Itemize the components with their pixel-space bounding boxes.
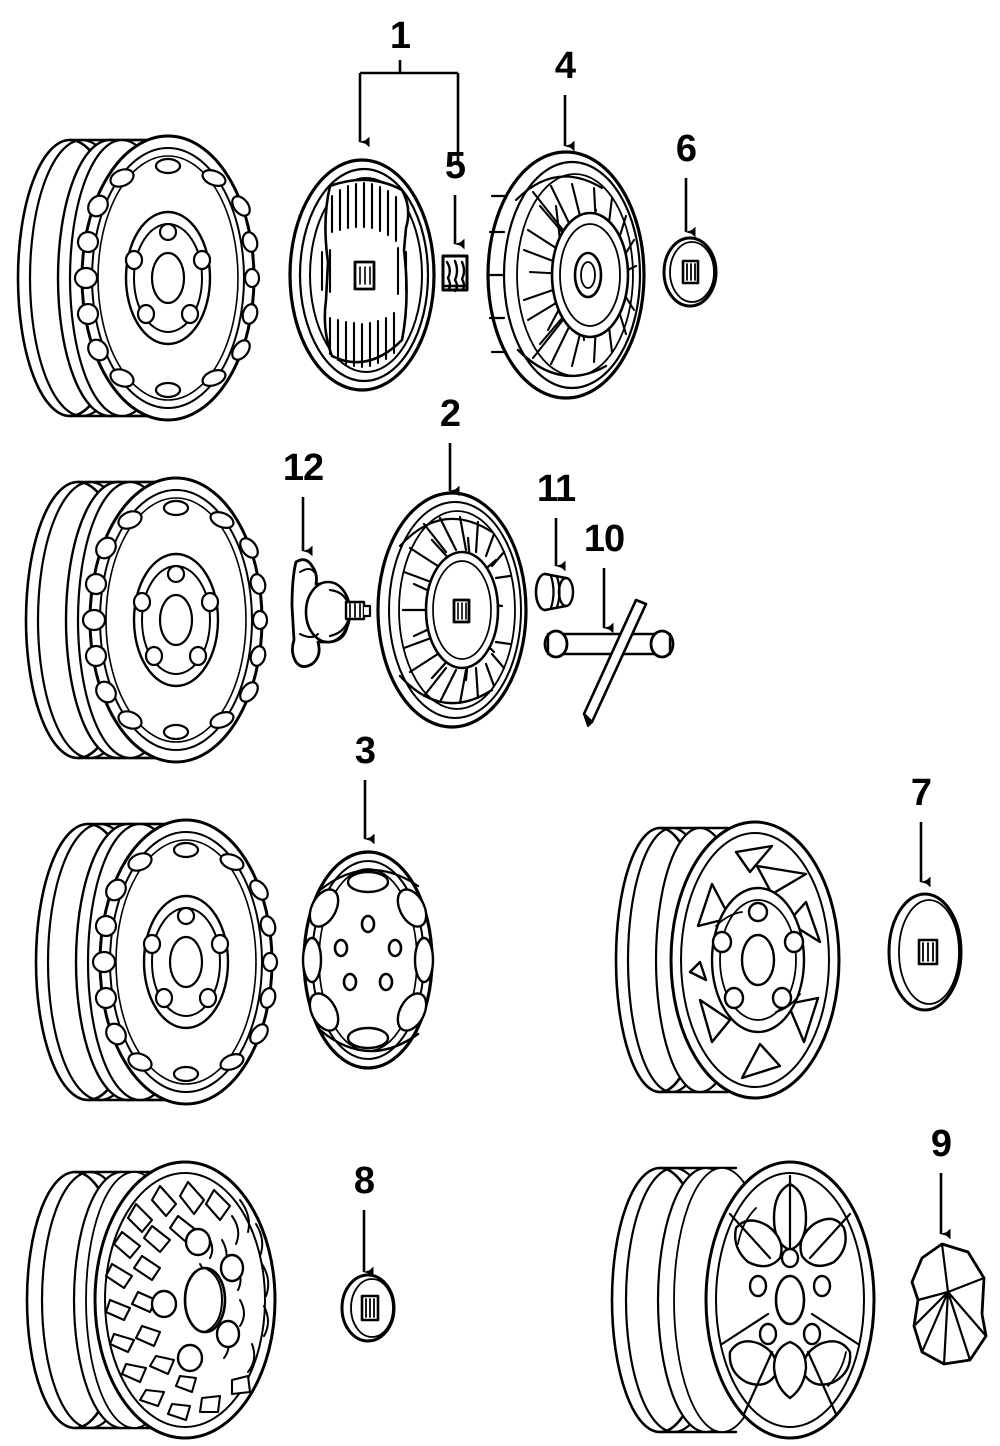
callout-label-7[interactable]: 7 xyxy=(910,772,932,814)
turbine-wheel-cover xyxy=(376,491,528,729)
callout-label-11[interactable]: 11 xyxy=(536,468,576,510)
callout-label-12[interactable]: 12 xyxy=(282,447,324,489)
callout-label-8[interactable]: 8 xyxy=(353,1160,375,1202)
callout-label-6[interactable]: 6 xyxy=(675,128,697,170)
steel-wheel-3 xyxy=(34,818,279,1106)
callout-label-4[interactable]: 4 xyxy=(554,45,576,87)
center-cap-emblem-7 xyxy=(887,892,963,1012)
callout-label-9[interactable]: 9 xyxy=(930,1123,952,1165)
callout-1-leader xyxy=(358,60,460,162)
cover-retainer-bracket xyxy=(290,558,372,668)
steel-wheel-1 xyxy=(16,134,261,422)
hubcap-fin-cover xyxy=(288,158,436,392)
faceted-center-cap-9 xyxy=(910,1242,988,1366)
callout-label-10[interactable]: 10 xyxy=(583,518,625,560)
alloy-wheel-triangles xyxy=(614,820,841,1100)
callout-label-1[interactable]: 1 xyxy=(389,15,411,57)
callout-label-3[interactable]: 3 xyxy=(354,730,376,772)
center-cap-emblem-6 xyxy=(662,236,718,308)
alloy-wheel-mesh xyxy=(25,1160,277,1440)
callout-label-5[interactable]: 5 xyxy=(444,145,466,187)
callout-label-2[interactable]: 2 xyxy=(439,393,461,435)
alloy-wheel-spokes xyxy=(610,1160,876,1440)
center-cap-emblem-8 xyxy=(340,1273,396,1343)
slotted-wheel-cover xyxy=(301,850,435,1070)
grommet-nut xyxy=(534,572,575,612)
wire-spoke-wheel-cover xyxy=(486,150,646,400)
steel-wheel-2 xyxy=(24,476,269,764)
wheel-lock-bar xyxy=(543,598,675,727)
retainer-clip xyxy=(441,254,469,293)
